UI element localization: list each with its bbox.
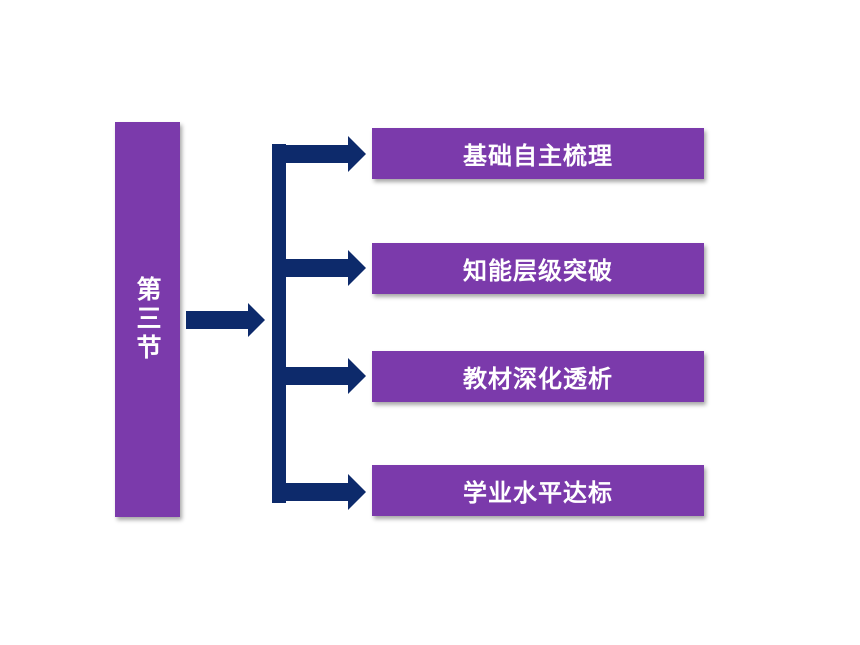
section-title: 第三节 [133,276,162,363]
branch-arrow-1 [286,136,366,172]
topic-label-2: 知能层级突破 [463,257,613,285]
main-arrow [186,303,265,337]
topic-label-3: 教材深化透析 [463,365,613,393]
topic-box-2[interactable]: 知能层级突破 [372,243,704,294]
topic-box-1[interactable]: 基础自主梳理 [372,128,704,179]
topic-label-4: 学业水平达标 [463,479,613,507]
topic-box-4[interactable]: 学业水平达标 [372,465,704,516]
topic-box-3[interactable]: 教材深化透析 [372,351,704,402]
branch-arrow-3 [286,358,366,394]
branch-arrow-2 [286,250,366,286]
bracket-bar [272,144,286,503]
section-box: 第三节 [115,122,180,517]
topic-label-1: 基础自主梳理 [463,142,613,170]
branch-arrow-4 [286,474,366,510]
